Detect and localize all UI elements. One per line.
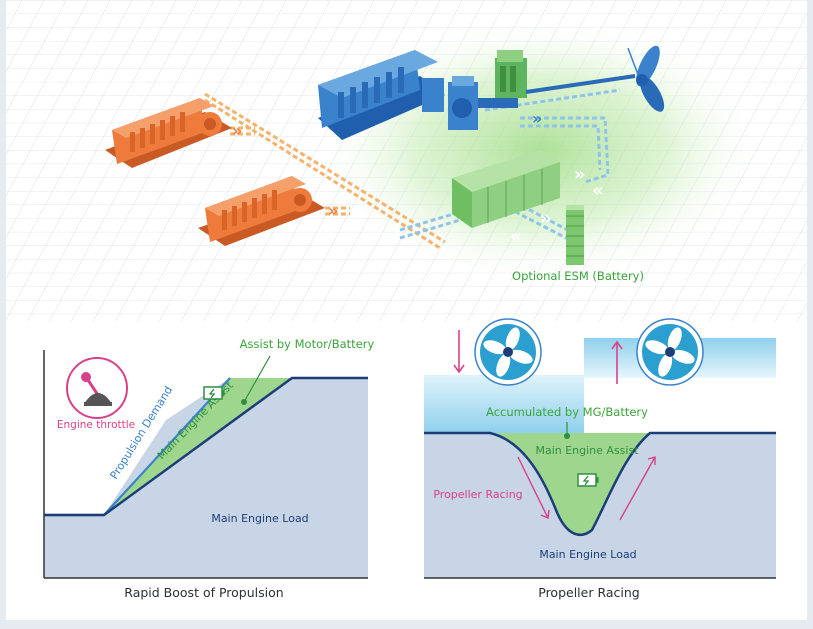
motor-generator [495, 50, 527, 98]
main-engine-load-line [44, 376, 368, 517]
throttle-icon [66, 357, 128, 419]
racing-up-arrow-icon [619, 456, 656, 521]
flow-arrow: » [328, 201, 338, 220]
flow-arrow: » [532, 109, 542, 128]
main-engine-assist-area [490, 433, 650, 535]
propeller [525, 45, 665, 112]
panel-title: Rapid Boost of Propulsion [124, 585, 283, 600]
load-label: Main Engine Load [539, 548, 636, 561]
generator-pipes [204, 92, 446, 250]
battery-esm [566, 205, 584, 265]
main-engine-load-area [44, 378, 368, 578]
flow-arrow: « [592, 180, 604, 201]
accumulated-label: Accumulated by MG/Battery [486, 405, 648, 419]
top-illustration: » » [6, 0, 807, 322]
main-engine [318, 50, 518, 140]
flow-arrow: » [232, 121, 242, 140]
switchboard [452, 150, 560, 228]
battery-label: Optional ESM (Battery) [512, 269, 644, 283]
racing-label: Propeller Racing [433, 488, 522, 501]
flow-arrow: » [574, 164, 586, 185]
assist-label: Assist by Motor/Battery [240, 337, 375, 351]
electric-pipes [399, 88, 621, 242]
flow-arrow: « [510, 226, 522, 247]
main-engine-load-line [424, 431, 776, 536]
battery-icon [577, 473, 599, 487]
panel-title: Propeller Racing [538, 585, 639, 600]
diesel-generator-1 [105, 98, 232, 168]
racing-down-arrow-icon [517, 456, 550, 520]
right-panel: Accumulated by MG/Battery Main Engine As… [424, 318, 776, 600]
propeller-fan-icon-2 [636, 318, 704, 386]
load-label: Main Engine Load [211, 512, 308, 525]
assist-pointer [243, 355, 271, 403]
flow-arrow: » [540, 208, 552, 229]
accumulated-pointer-dot [564, 433, 570, 439]
down-arrow-icon [453, 330, 465, 374]
up-arrow-icon [611, 340, 623, 384]
assist-area-label: Main Engine Assist [535, 444, 639, 457]
diesel-generator-2 [198, 176, 325, 246]
battery-icon [203, 386, 225, 400]
propeller-fan-icon-1 [474, 318, 542, 386]
throttle-label: Engine throttle [57, 419, 135, 431]
left-panel: Engine throttle Propulsion Demand Main E… [43, 337, 375, 600]
assist-pointer-dot [241, 399, 247, 405]
